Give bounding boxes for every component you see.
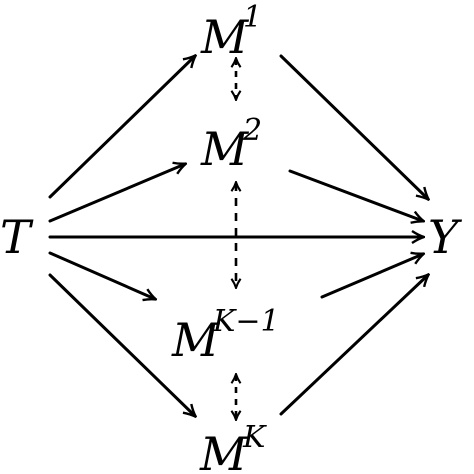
edge-t-to-m2 xyxy=(48,164,185,223)
node-treatment: T xyxy=(0,210,34,264)
edge-t-to-m1 xyxy=(48,56,195,199)
node-outcome: Y xyxy=(428,210,463,264)
edge-t-to-mk1 xyxy=(48,251,155,299)
mediator-k-label: M xyxy=(199,427,249,474)
mediator-k-minus-1-superscript: K−1 xyxy=(212,304,280,339)
mediator-2-label: M xyxy=(200,122,250,176)
edge-mk-to-y xyxy=(279,275,428,416)
node-mediator-k: M K xyxy=(199,420,267,474)
edge-m2-to-y xyxy=(288,169,423,221)
edge-m1-to-y xyxy=(279,54,428,199)
edge-mk1-to-y xyxy=(320,254,423,299)
node-mediator-k-minus-1: M K−1 xyxy=(171,304,280,367)
mediator-1-label: M xyxy=(200,10,250,64)
mediator-1-superscript: 1 xyxy=(243,0,262,35)
mediator-k-minus-1-label: M xyxy=(171,313,221,367)
node-mediator-1: M 1 xyxy=(200,0,262,64)
mediator-2-superscript: 2 xyxy=(242,113,262,148)
mediator-k-superscript: K xyxy=(242,420,267,455)
node-mediator-2: M 2 xyxy=(200,113,262,176)
edge-t-to-mk xyxy=(48,273,195,416)
